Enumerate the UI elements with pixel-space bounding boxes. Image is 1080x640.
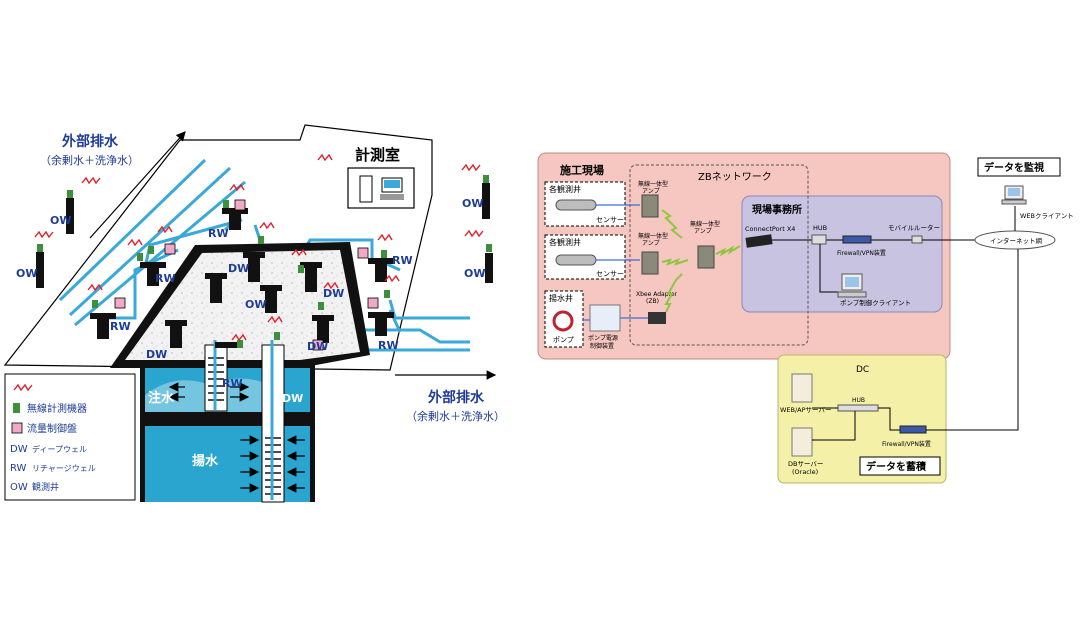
legend-ow-key: OW xyxy=(10,482,28,493)
hub-label: HUB xyxy=(813,224,827,232)
ow-label: OW xyxy=(16,267,37,280)
ow-label: OW xyxy=(245,298,266,311)
legend-rw-key: RW xyxy=(10,463,27,474)
shaft-water-lower xyxy=(145,426,310,502)
legend-flow-label: 流量制御盤 xyxy=(27,422,77,435)
dc-hub-label: HUB xyxy=(852,397,865,404)
monitor-title: データを監視 xyxy=(984,161,1044,174)
network-diagram: 施工現場 現場事務所 ZBネットワーク 各観測井 センサー 各観測井 センサー … xyxy=(537,152,1074,484)
pump-label: ポンプ xyxy=(553,336,574,344)
monitor-title-box xyxy=(977,157,1061,177)
rw-label: RW xyxy=(208,227,229,240)
zb-title: ZBネットワーク xyxy=(698,171,772,183)
dw-label: DW xyxy=(307,340,328,353)
rw-label: RW xyxy=(378,339,399,352)
zb-region xyxy=(629,164,809,346)
sensor-label: センサー xyxy=(596,216,624,224)
rw-label: RW xyxy=(155,272,176,285)
ext-drain-top-arrow xyxy=(89,131,186,239)
web-ap-server-icon xyxy=(791,373,813,403)
site-drawing: 外部排水 （余剰水＋洗浄水） 外部排水 （余剰水＋洗浄水） 計測室 注水 揚水 … xyxy=(3,124,505,503)
db-server-icon xyxy=(791,427,813,457)
db-server-label: DBサーバー (Oracle) xyxy=(788,460,825,476)
ow-label: OW xyxy=(462,197,483,210)
dw-label: DW xyxy=(323,287,344,300)
legend: 無線計測機器 流量制御盤 DW ディープウェル RW リチャージウェル OW 観… xyxy=(4,373,136,501)
legend-rw-desc: リチャージウェル xyxy=(32,464,96,473)
wireless-amp-label: 無線一体型 アンプ xyxy=(638,180,670,195)
legend-ow-desc: 観測井 xyxy=(32,481,59,493)
excavation-floor xyxy=(125,250,360,360)
legend-dw-key: DW xyxy=(10,444,28,455)
pump-control-label: ポンプ電源 制御装置 xyxy=(588,334,620,350)
wireless-devices xyxy=(37,175,492,348)
rw-label: RW xyxy=(222,377,243,390)
hub-icon xyxy=(811,234,827,245)
pump-client-label: ポンプ制御クライアント xyxy=(840,298,911,307)
well-markers xyxy=(36,183,493,348)
wireless-signals xyxy=(34,153,484,342)
wireless-amp-icon xyxy=(697,245,715,269)
mobile-router-label: モバイルルーター xyxy=(888,223,940,232)
office-region xyxy=(741,195,943,313)
mobile-router-icon xyxy=(911,235,923,244)
xbee-adapter-icon xyxy=(648,312,666,324)
flow-arrows xyxy=(168,382,305,493)
ext-drain-top-title: 外部排水 xyxy=(62,133,119,150)
control-room-label: 計測室 xyxy=(355,146,400,164)
wireless-amp-icon xyxy=(641,194,659,218)
web-ap-server-label: WEB/APサーバー xyxy=(780,406,831,414)
ow-label: OW xyxy=(50,214,71,227)
pump-well-label: 揚水井 xyxy=(549,293,573,303)
control-room-box xyxy=(347,167,415,209)
ext-drain-right-title: 外部排水 xyxy=(428,389,485,406)
xbee-adapter-label: Xbee Adapter (ZB) xyxy=(636,291,679,305)
dw-label: DW xyxy=(228,262,249,275)
firewall-icon xyxy=(842,235,872,244)
ext-drain-right-subtitle: （余剰水＋洗浄水） xyxy=(406,409,505,423)
rw-label: RW xyxy=(110,320,131,333)
web-client-label: WEBクライアント xyxy=(1020,212,1074,220)
pump-icon xyxy=(552,310,574,332)
legend-flow-icon xyxy=(11,422,23,434)
wireless-amp-icon xyxy=(641,251,659,275)
flow-control-boxes xyxy=(114,199,379,351)
shaft-slab xyxy=(145,412,310,426)
legend-signal-icon xyxy=(13,383,33,392)
obs-well-label: 各観測井 xyxy=(549,184,581,194)
site-title: 施工現場 xyxy=(560,163,604,177)
legend-wireless-icon xyxy=(13,403,20,413)
dc-title: DC xyxy=(856,365,869,375)
injection-label: 注水 xyxy=(148,390,175,406)
dw-label: DW xyxy=(146,348,167,361)
store-title: データを蓄積 xyxy=(866,460,927,473)
wireless-amp-label: 無線一体型 アンプ xyxy=(690,220,722,235)
sensor-label: センサー xyxy=(596,270,624,278)
wireless-amp-label: 無線一体型 アンプ xyxy=(638,232,670,247)
sensor-icon xyxy=(555,254,597,266)
dw-label: DW xyxy=(282,392,303,405)
ext-drain-top-subtitle: （余剰水＋洗浄水） xyxy=(40,153,139,167)
connectport-label: ConnectPort X4 xyxy=(745,225,795,233)
office-title: 現場事務所 xyxy=(752,203,802,216)
obs-well-label: 各観測井 xyxy=(549,237,581,247)
store-title-box xyxy=(859,456,941,476)
dc-firewall-icon xyxy=(899,425,927,434)
firewall-label: Firewall/VPN装置 xyxy=(837,249,886,257)
radio-links xyxy=(661,209,741,313)
legend-wireless-label: 無線計測機器 xyxy=(27,402,87,415)
pump-control-icon xyxy=(589,304,621,332)
dc-hub-icon xyxy=(837,404,879,412)
rw-label: RW xyxy=(392,254,413,267)
internet-label: インターネット網 xyxy=(990,236,1043,245)
pumping-label: 揚水 xyxy=(192,453,219,469)
ow-label: OW xyxy=(464,267,485,280)
dc-region xyxy=(777,354,947,484)
dc-firewall-label: Firewall/VPN装置 xyxy=(882,440,931,448)
sensor-icon xyxy=(555,199,597,211)
connectport-icon xyxy=(745,234,773,248)
legend-dw-desc: ディープウェル xyxy=(32,444,87,454)
